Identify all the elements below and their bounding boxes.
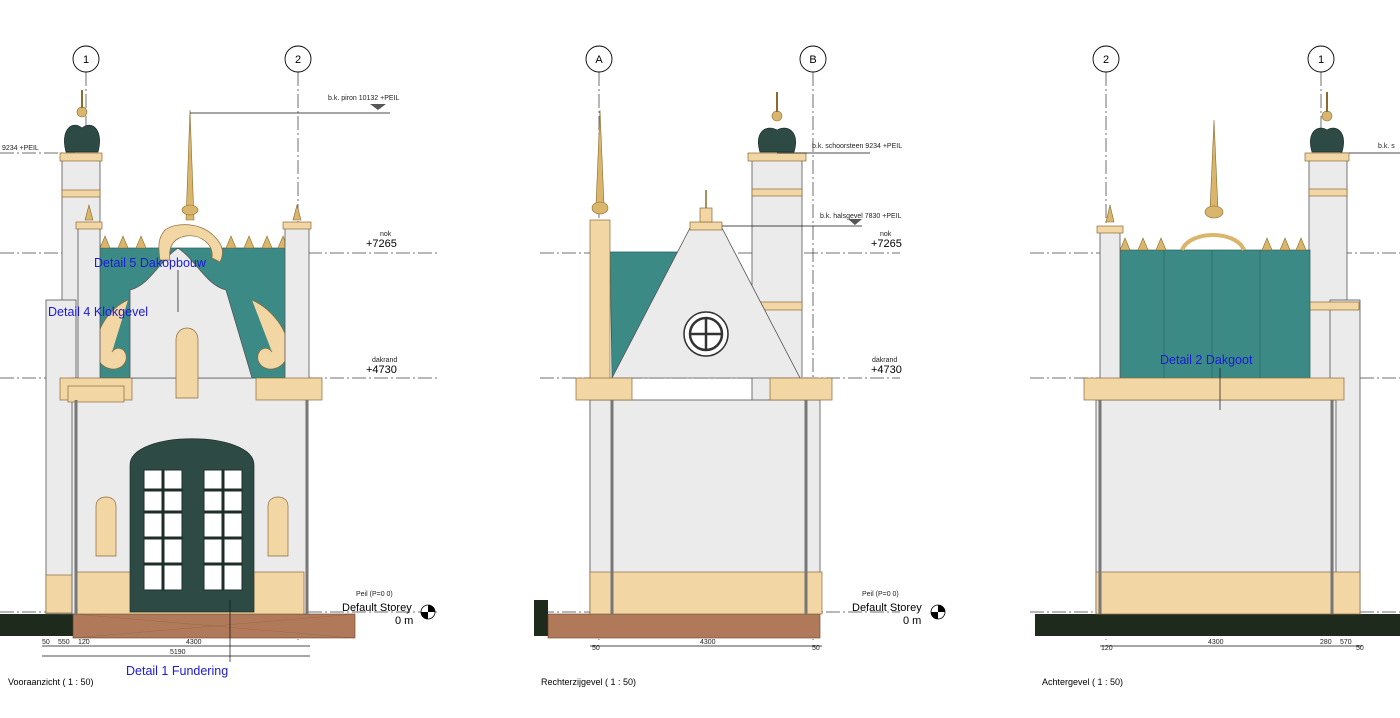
- dim-right-3: 50: [812, 645, 820, 652]
- dim-back-3: 280: [1320, 639, 1332, 646]
- grid-bubble-2b: [1092, 45, 1120, 73]
- dim-right-2: 4300: [700, 639, 716, 646]
- dakrand-label-2: dakrand: [872, 357, 897, 364]
- level-marker-icon: [370, 104, 386, 110]
- caption-right: Rechterzijgevel ( 1 : 50): [541, 677, 636, 687]
- grid-label-A: A: [595, 54, 603, 66]
- caption-back: Achtergevel ( 1 : 50): [1042, 677, 1123, 687]
- roof-crest: [99, 235, 289, 249]
- level-halsgevel: b.k. halsgevel 7830 +PEIL: [820, 213, 902, 220]
- level-marker-icon-2: [848, 219, 862, 225]
- dim-back-5: 50: [1356, 645, 1364, 652]
- dim-front-3: 120: [78, 639, 90, 646]
- dim-front-4: 4300: [186, 639, 202, 646]
- nok-label-2: nok: [880, 231, 892, 238]
- peil-label: Peil (P=0 0): [356, 591, 393, 598]
- dakrand-value: +4730: [366, 364, 397, 376]
- storey-value: 0 m: [395, 615, 413, 627]
- back-elevation: 2 1 b.k. s: [1030, 45, 1400, 687]
- level-schoorsteen: b.k. schoorsteen 9234 +PEIL: [812, 143, 902, 150]
- level-back-top: b.k. s: [1378, 143, 1395, 150]
- detail-2-label[interactable]: Detail 2 Dakgoot: [1160, 353, 1253, 367]
- right-side-elevation: A B: [534, 45, 946, 687]
- nok-label: nok: [380, 231, 392, 238]
- grid-bubble-1: [72, 45, 100, 73]
- grid-bubble-A: [585, 45, 613, 73]
- door-glazing: [143, 469, 243, 591]
- peil-label-2: Peil (P=0 0): [862, 591, 899, 598]
- grid-label-1: 1: [83, 54, 89, 66]
- front-elevation: 1 2: [0, 45, 440, 687]
- grid-bubble-2: [284, 45, 312, 73]
- storey-marker-icon: [420, 604, 436, 620]
- dim-right-1: 50: [592, 645, 600, 652]
- detail-4-label[interactable]: Detail 4 Klokgevel: [48, 305, 148, 319]
- nok-value: +7265: [366, 238, 397, 250]
- dakrand-value-2: +4730: [871, 364, 902, 376]
- grid-bubble-1b: [1307, 45, 1335, 73]
- level-top-left: 9234 +PEIL: [2, 145, 39, 152]
- storey-marker-icon-2: [930, 604, 946, 620]
- grid-label-1b: 1: [1318, 54, 1324, 66]
- dim-front-2: 550: [58, 639, 70, 646]
- detail-5-label[interactable]: Detail 5 Dakopbouw: [94, 256, 207, 270]
- grid-label-B: B: [809, 54, 816, 66]
- grid-label-2b: 2: [1103, 54, 1109, 66]
- dim-back-2: 4300: [1208, 639, 1224, 646]
- dim-front-1: 50: [42, 639, 50, 646]
- storey-value-2: 0 m: [903, 615, 921, 627]
- dim-front-total: 5190: [170, 649, 186, 656]
- dim-back-4: 570: [1340, 639, 1352, 646]
- level-piron: b.k. piron 10132 +PEIL: [328, 95, 400, 102]
- caption-front: Vooraanzicht ( 1 : 50): [8, 677, 94, 687]
- grid-label-2: 2: [295, 54, 301, 66]
- grid-bubble-B: [799, 45, 827, 73]
- detail-1-label[interactable]: Detail 1 Fundering: [126, 664, 228, 678]
- storey-name-2: Default Storey: [852, 602, 922, 614]
- dakrand-label: dakrand: [372, 357, 397, 364]
- storey-name: Default Storey: [342, 602, 412, 614]
- nok-value-2: +7265: [871, 238, 902, 250]
- roof-crest-back: [1119, 237, 1307, 251]
- dim-back-1: 120: [1101, 645, 1113, 652]
